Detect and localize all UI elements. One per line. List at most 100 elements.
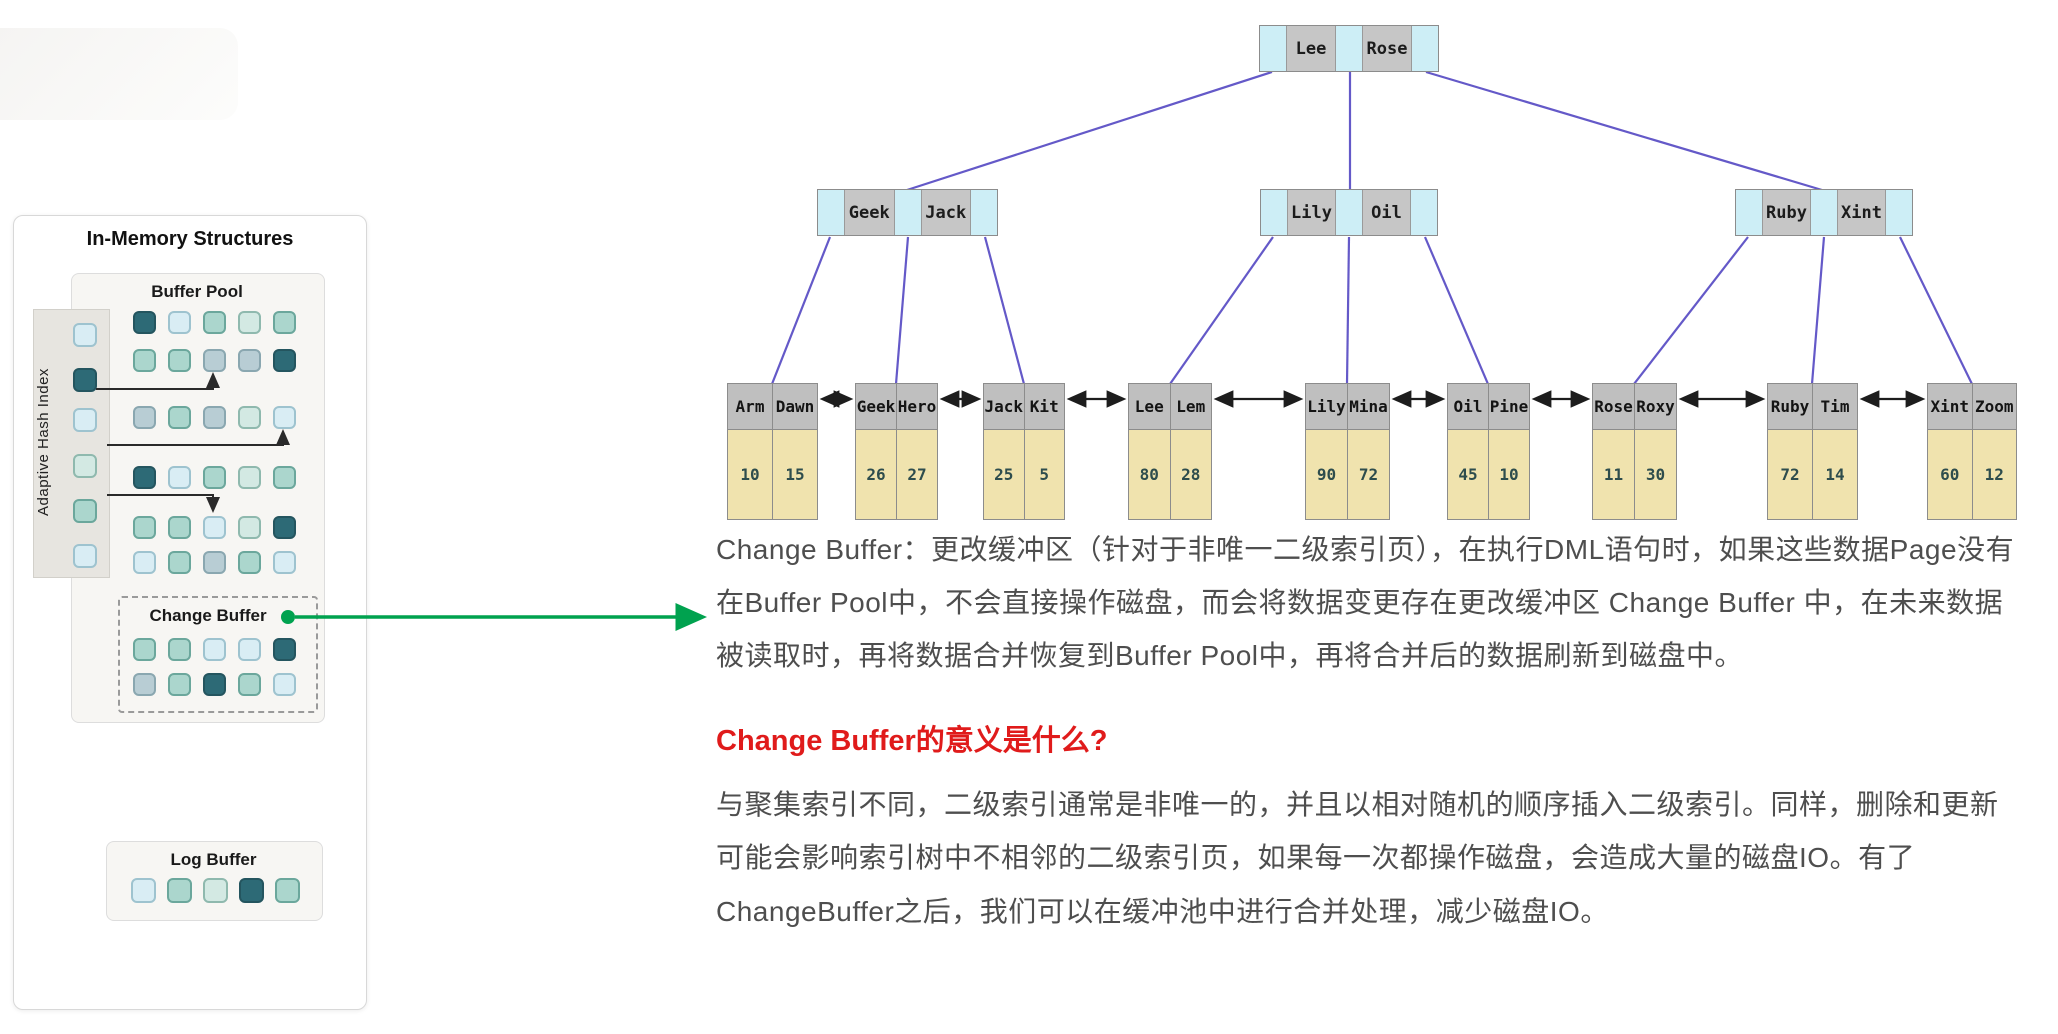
change-buffer-dashed-box bbox=[118, 596, 318, 713]
pointer-cell bbox=[1260, 26, 1287, 71]
memory-page-row bbox=[133, 349, 296, 372]
leaf-value-cell: 10 bbox=[1489, 430, 1529, 519]
change-buffer-paragraph: Change Buffer：更改缓冲区（针对于非唯一二级索引页），在执行DML语… bbox=[716, 534, 2015, 672]
leaf-key-cell: Geek bbox=[856, 384, 897, 429]
memory-page-cell bbox=[238, 311, 261, 334]
leaf-value-cell: 30 bbox=[1635, 430, 1676, 519]
key-cell: Xint bbox=[1838, 190, 1886, 235]
memory-page-cell bbox=[238, 551, 261, 574]
leaf-value-cell: 60 bbox=[1928, 430, 1973, 519]
leaf-key-cell: Lem bbox=[1170, 384, 1211, 429]
tree-edge bbox=[1345, 236, 1351, 385]
memory-page-cell bbox=[238, 516, 261, 539]
memory-page-cell bbox=[203, 311, 226, 334]
memory-page-cell bbox=[203, 406, 226, 429]
leaf-value-cell: 25 bbox=[984, 430, 1025, 519]
leaf-value-cell: 72 bbox=[1768, 430, 1813, 519]
pointer-cell bbox=[1336, 26, 1363, 71]
leaf-key-cell: Jack bbox=[984, 384, 1025, 429]
panel-title: In-Memory Structures bbox=[86, 228, 294, 250]
memory-page-cell bbox=[133, 349, 156, 372]
memory-page-cell bbox=[168, 406, 191, 429]
memory-page-cell bbox=[273, 466, 296, 489]
memory-page-cell bbox=[133, 551, 156, 574]
memory-page-cell bbox=[168, 311, 191, 334]
leaf-key-cell: Zoom bbox=[1972, 384, 2016, 429]
memory-page-cell bbox=[133, 406, 156, 429]
leaf-key-cell: Ruby bbox=[1768, 384, 1813, 429]
memory-page-cell bbox=[203, 878, 228, 903]
memory-page-cell bbox=[238, 349, 261, 372]
key-cell: Lily bbox=[1288, 190, 1336, 235]
pointer-cell bbox=[818, 190, 845, 235]
memory-page-cell bbox=[238, 673, 261, 696]
leaf-value-cell: 10 bbox=[728, 430, 773, 519]
memory-page-cell bbox=[203, 638, 226, 661]
leaf-key-cell: Pine bbox=[1489, 384, 1529, 429]
memory-page-cell bbox=[203, 673, 226, 696]
adaptive-hash-index-label: Adaptive Hash Index bbox=[35, 368, 52, 517]
leaf-key-cell: Kit bbox=[1024, 384, 1064, 429]
memory-page-row bbox=[133, 406, 296, 429]
memory-page-cell bbox=[73, 454, 97, 478]
leaf-value-cell: 27 bbox=[897, 430, 937, 519]
leaf-key-cell: Lee bbox=[1129, 384, 1171, 429]
memory-page-cell bbox=[73, 408, 97, 432]
log-buffer-label: Log Buffer bbox=[170, 850, 257, 869]
key-cell: Jack bbox=[921, 190, 971, 235]
tree-edge bbox=[1810, 236, 1826, 385]
memory-page-cell bbox=[238, 466, 261, 489]
tree-edge bbox=[983, 236, 1026, 385]
memory-page-cell bbox=[238, 406, 261, 429]
tree-edge bbox=[1899, 236, 1973, 385]
buffer-pool-label: Buffer Pool bbox=[151, 282, 243, 301]
leaf-value-cell: 15 bbox=[773, 430, 817, 519]
tree-edge bbox=[770, 236, 832, 385]
tree-edge bbox=[1169, 236, 1274, 385]
in-memory-structures-panel: In-Memory Structures Buffer Pool Adaptiv… bbox=[13, 215, 367, 1010]
memory-page-row bbox=[133, 638, 296, 661]
adaptive-hash-index-bar bbox=[33, 309, 110, 578]
memory-page-cell bbox=[73, 368, 97, 392]
pointer-cell bbox=[1336, 190, 1363, 235]
tree-edge bbox=[894, 236, 910, 385]
memory-page-row bbox=[133, 311, 296, 334]
leaf-key-cell: Rose bbox=[1593, 384, 1635, 429]
memory-page-cell bbox=[133, 466, 156, 489]
leaf-value-cell: 80 bbox=[1129, 430, 1171, 519]
memory-page-row bbox=[133, 466, 296, 489]
memory-page-cell bbox=[73, 499, 97, 523]
leaf-value-cell: 14 bbox=[1813, 430, 1857, 519]
memory-page-cell bbox=[133, 638, 156, 661]
memory-page-cell bbox=[73, 544, 97, 568]
memory-page-cell bbox=[239, 878, 264, 903]
memory-page-cell bbox=[168, 516, 191, 539]
leaf-value-cell: 5 bbox=[1024, 430, 1064, 519]
tree-edge bbox=[906, 70, 1273, 192]
notes-column: Change Buffer：更改缓冲区（针对于非唯一二级索引页），在执行DML语… bbox=[716, 523, 2024, 938]
memory-page-cell bbox=[275, 878, 300, 903]
pointer-cell bbox=[971, 190, 997, 235]
memory-page-cell bbox=[167, 878, 192, 903]
memory-page-cell bbox=[273, 673, 296, 696]
leaf-value-cell: 90 bbox=[1306, 430, 1348, 519]
leaf-key-cell: Lily bbox=[1306, 384, 1348, 429]
memory-page-cell bbox=[168, 638, 191, 661]
memory-page-cell bbox=[168, 673, 191, 696]
